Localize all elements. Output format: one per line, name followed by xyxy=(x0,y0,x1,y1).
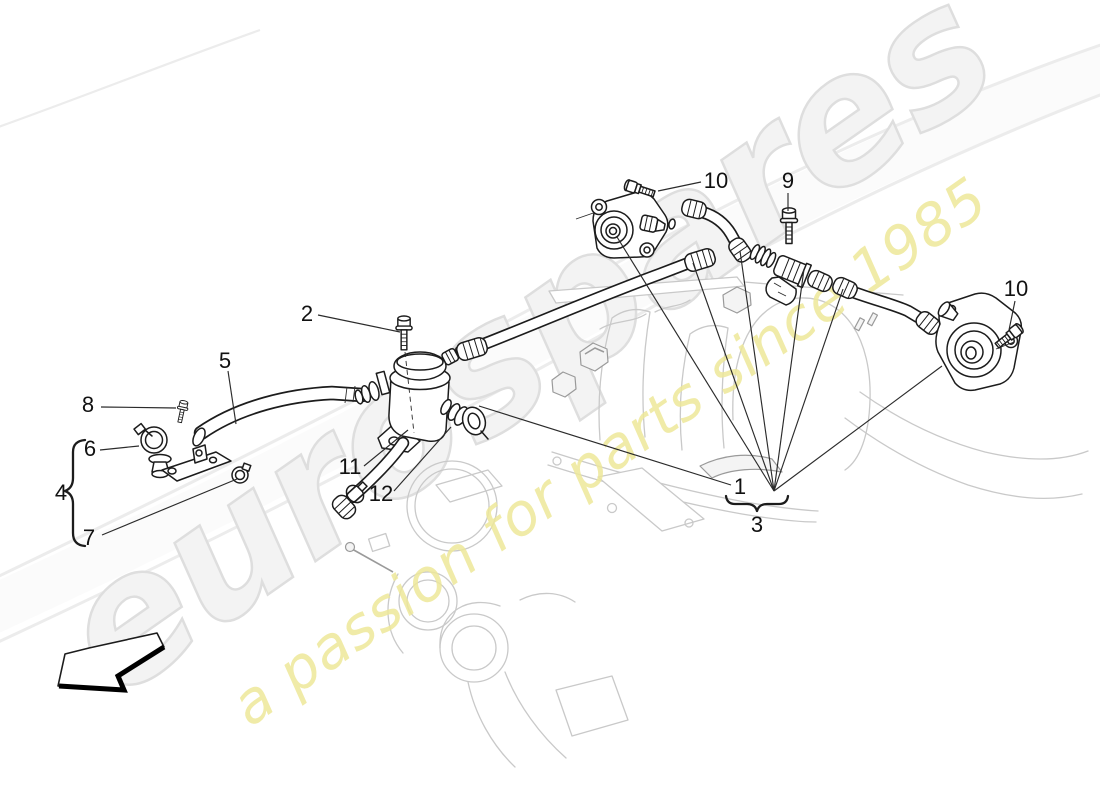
callout-1: 1 xyxy=(734,474,746,499)
callout-11: 11 xyxy=(339,454,362,479)
background-engine-art xyxy=(344,276,1089,768)
bolt-8 xyxy=(174,399,190,424)
turbocharger-faint xyxy=(439,592,629,768)
watermark-brand-text: eurospares xyxy=(23,0,1029,736)
pipe-junction xyxy=(749,243,836,306)
leader-lines xyxy=(99,181,1016,536)
hose-to-right-valve xyxy=(829,274,944,338)
leader-10-right xyxy=(1008,300,1016,331)
breather-hose-left xyxy=(192,385,370,447)
background-brackets xyxy=(344,286,879,573)
elbow-hose xyxy=(679,197,755,266)
callout-10-right: 10 xyxy=(1004,276,1028,301)
callout-7: 7 xyxy=(83,525,95,550)
vapour-pipe-long xyxy=(454,246,718,363)
leader-12 xyxy=(393,426,452,492)
callout-3: 3 xyxy=(751,512,763,537)
direction-arrow xyxy=(57,632,166,693)
callout-12: 12 xyxy=(369,481,393,506)
leader-6 xyxy=(99,445,140,451)
leader-1 xyxy=(478,405,732,486)
valve-cap-disc xyxy=(461,406,487,436)
callout-6: 6 xyxy=(84,436,96,461)
brace-group-4 xyxy=(63,438,87,548)
callout-5: 5 xyxy=(219,348,231,373)
throttle-body-faint xyxy=(367,460,503,654)
callout-2: 2 xyxy=(301,301,313,326)
oil-vapour-valve-right xyxy=(935,292,1023,392)
watermark: eurospares xyxy=(21,0,1030,737)
bolt-2-axis xyxy=(404,351,415,434)
callout-9: 9 xyxy=(782,168,794,193)
oil-vapour-valve-central xyxy=(354,346,489,453)
leader-5 xyxy=(227,370,237,425)
oil-vapour-valve-left xyxy=(575,191,676,259)
callout-numbers: 1 2 3 4 5 6 7 8 9 10 10 11 12 xyxy=(55,168,1028,550)
brace-group-3 xyxy=(724,494,790,513)
leader-10-left xyxy=(657,181,702,192)
callout-4: 4 xyxy=(55,480,67,505)
leader-fan-3 xyxy=(616,236,943,492)
callout-8: 8 xyxy=(82,392,94,417)
leader-11 xyxy=(363,429,409,467)
drain-hose-down xyxy=(328,436,410,523)
leader-7 xyxy=(101,478,238,536)
foreground-parts xyxy=(133,178,1026,523)
leader-8 xyxy=(100,406,177,409)
leader-2 xyxy=(317,314,401,333)
hose-clamp xyxy=(133,422,172,479)
mounting-bracket xyxy=(161,444,232,482)
callout-10-left: 10 xyxy=(704,168,728,193)
